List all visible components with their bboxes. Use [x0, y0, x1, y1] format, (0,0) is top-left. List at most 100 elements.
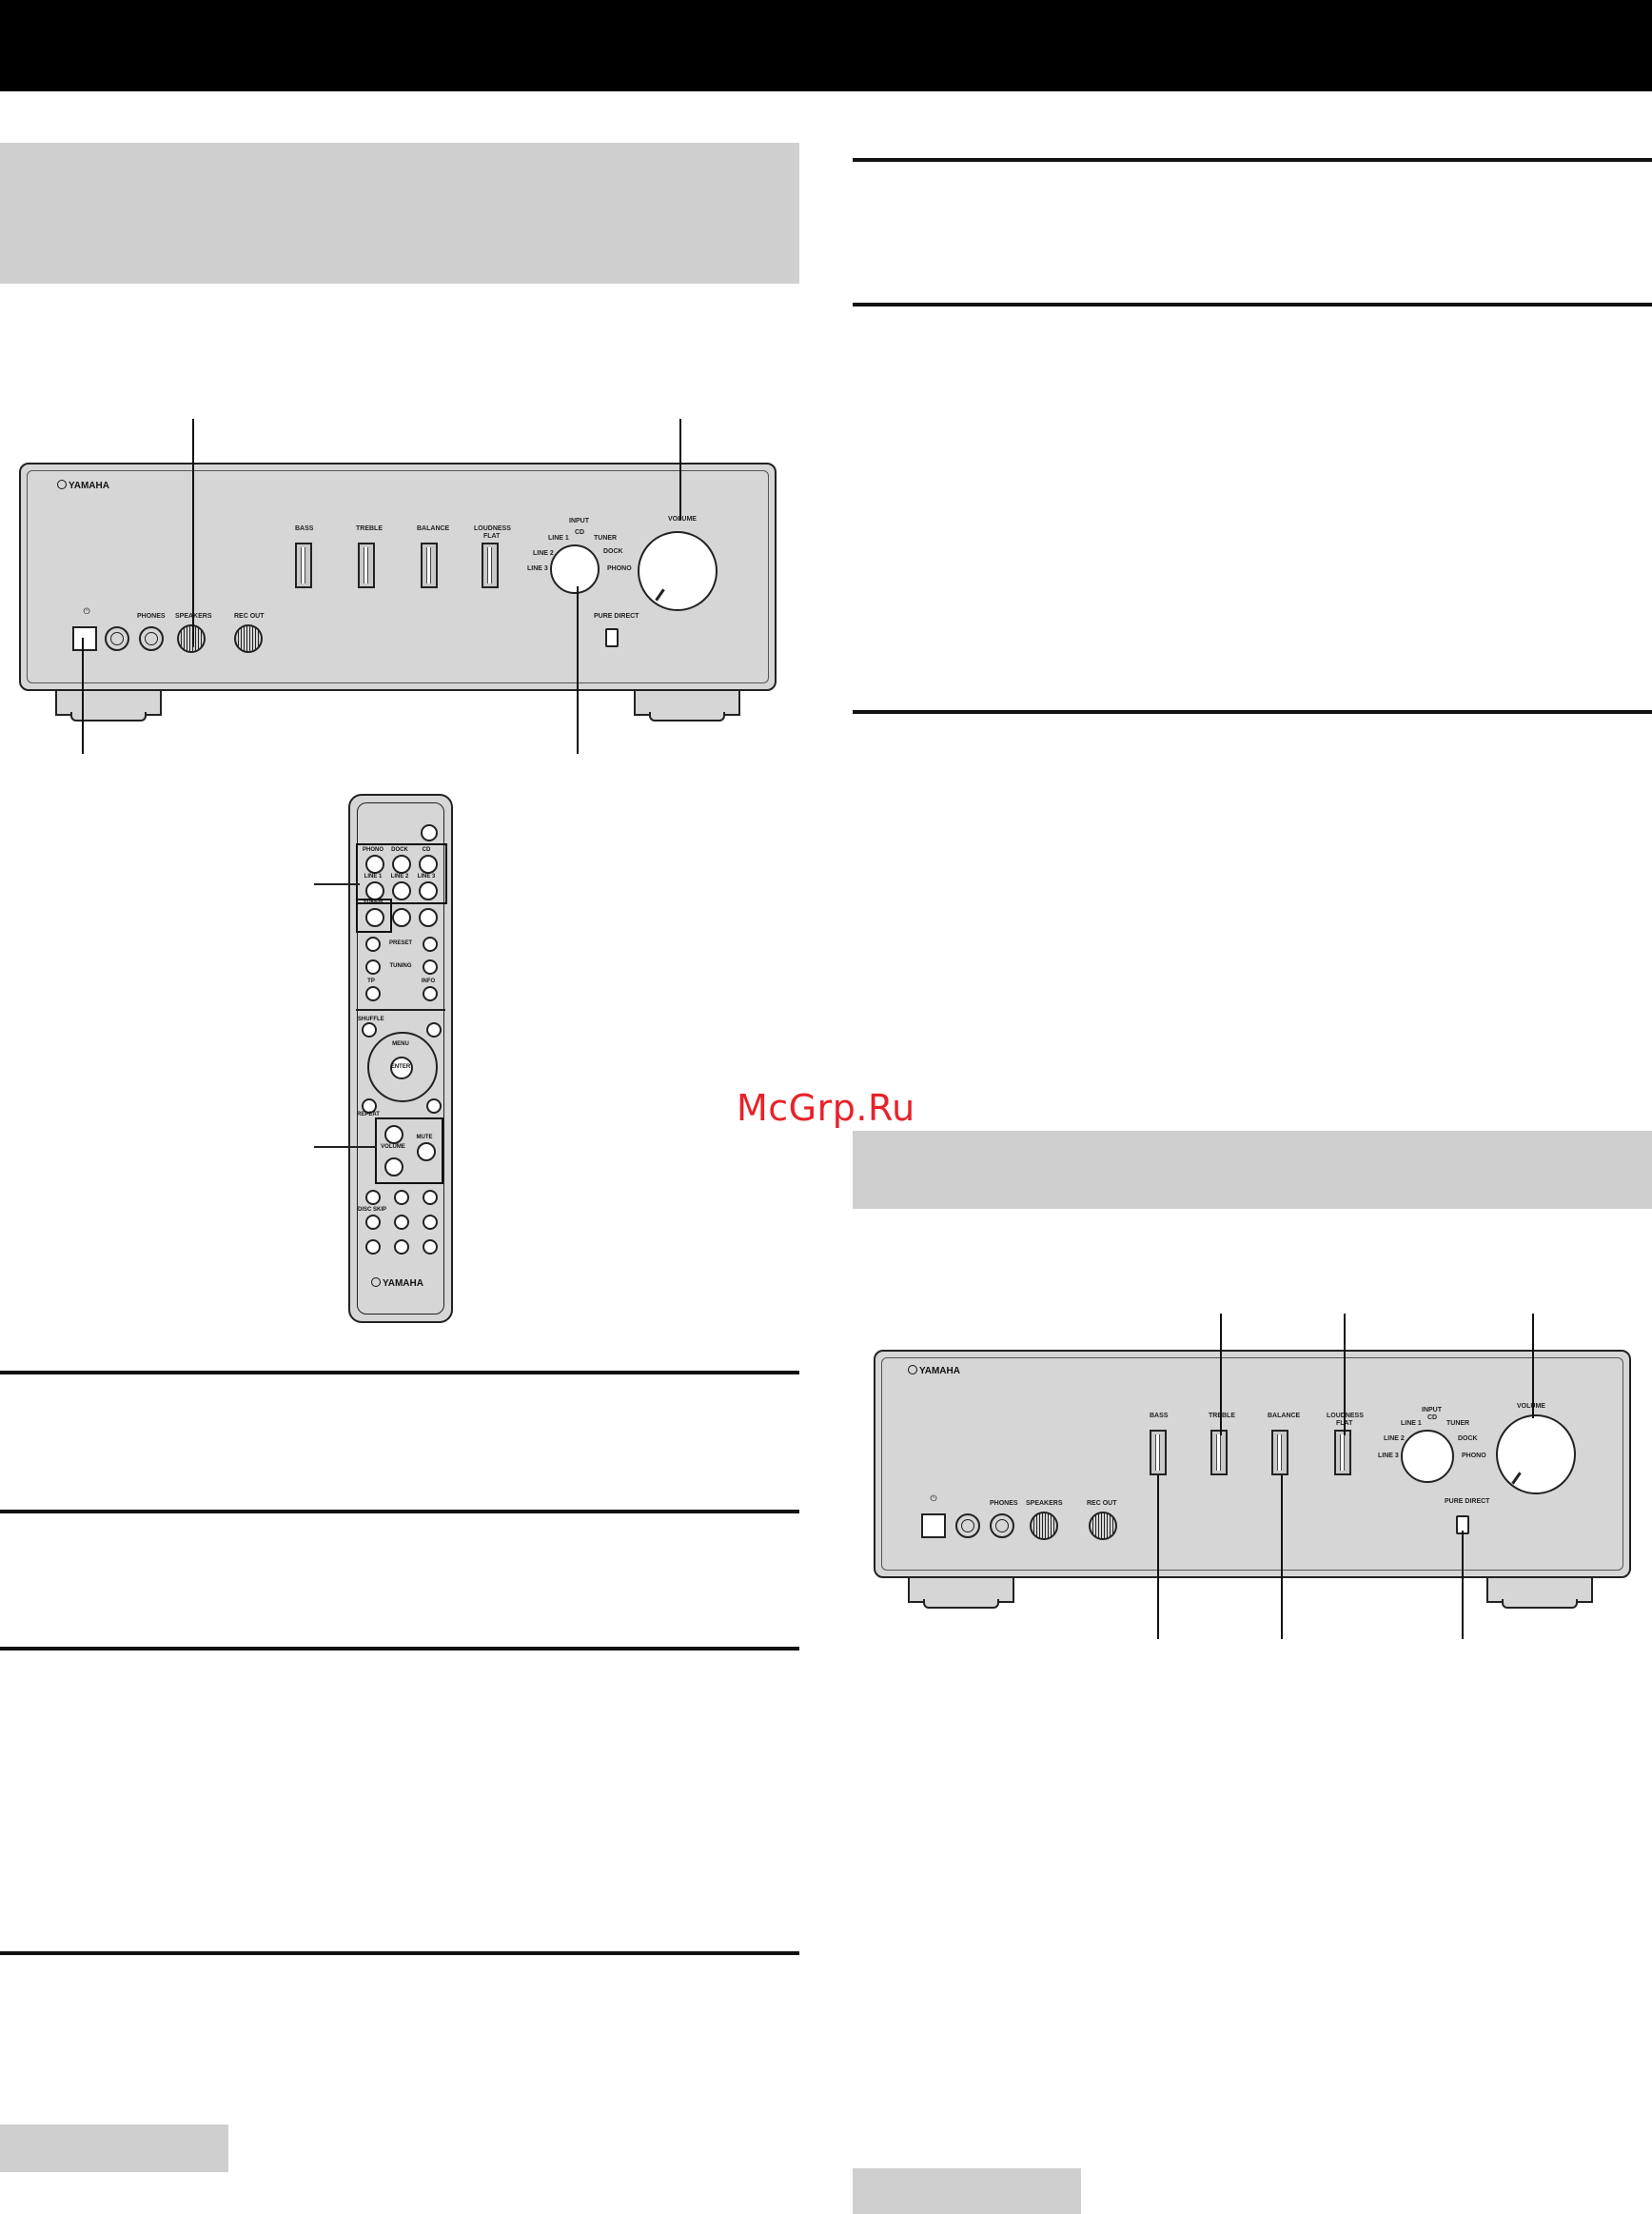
- speakers-selector[interactable]: [177, 624, 206, 653]
- input-label-2: INPUT: [1422, 1407, 1442, 1413]
- volume-knob[interactable]: [638, 531, 718, 611]
- repeat-label: REPEAT: [357, 1112, 380, 1117]
- remote-phono-label: PHONO: [362, 847, 384, 853]
- transport-btn-5[interactable]: [394, 1215, 409, 1230]
- remote-volume-down-button[interactable]: [384, 1157, 403, 1176]
- remote-line2-button[interactable]: [392, 881, 411, 900]
- loudness-control-2[interactable]: [1334, 1430, 1351, 1475]
- tuning-down-button[interactable]: [365, 959, 381, 975]
- transport-btn-3[interactable]: [423, 1190, 438, 1205]
- input-option-line2-2: LINE 2: [1384, 1435, 1405, 1442]
- rule-right-2: [853, 303, 1652, 306]
- mute-label: MUTE: [416, 1135, 433, 1140]
- mute-button[interactable]: [417, 1142, 436, 1161]
- callout-line-speakers: [192, 419, 194, 647]
- down-button[interactable]: [426, 1098, 442, 1114]
- power-icon: ⏻: [83, 606, 90, 616]
- rule-left-2: [0, 1510, 799, 1513]
- repeat-button[interactable]: [362, 1098, 377, 1114]
- treble-control[interactable]: [358, 543, 375, 588]
- balance-control[interactable]: [421, 543, 438, 588]
- bass-label-2: BASS: [1150, 1413, 1169, 1419]
- foot-right-lip-2: [1502, 1599, 1578, 1609]
- disc-skip-label: DISC SKIP: [358, 1207, 387, 1213]
- pure-direct-label-2: PURE DIRECT: [1445, 1498, 1490, 1505]
- callout-line-volume-2: [1532, 1314, 1534, 1418]
- transport-btn-4[interactable]: [365, 1215, 381, 1230]
- remote-line3-button[interactable]: [419, 881, 438, 900]
- standby-indicator-2: [955, 1513, 980, 1538]
- rule-left-1: [0, 1371, 799, 1374]
- rec-out-selector-2[interactable]: [1089, 1512, 1117, 1540]
- bass-control-2[interactable]: [1150, 1430, 1167, 1475]
- rec-out-label: REC OUT: [234, 613, 265, 620]
- phones-jack[interactable]: [139, 626, 164, 651]
- rec-out-selector[interactable]: [234, 624, 263, 653]
- pure-direct-button[interactable]: [605, 628, 619, 647]
- phones-label: PHONES: [137, 613, 166, 620]
- tp-button[interactable]: [365, 986, 381, 1001]
- loudness-control[interactable]: [482, 543, 499, 588]
- phones-jack-2[interactable]: [990, 1513, 1014, 1538]
- remote-volume-up-button[interactable]: [384, 1125, 403, 1144]
- remote-tuner-button[interactable]: [365, 908, 384, 927]
- transport-btn-6[interactable]: [423, 1215, 438, 1230]
- transport-btn-1[interactable]: [365, 1190, 381, 1205]
- callout-line-balance: [1281, 1475, 1283, 1639]
- input-selector-knob-2[interactable]: [1401, 1430, 1454, 1483]
- input-option-line2: LINE 2: [533, 550, 554, 557]
- rule-left-4: [0, 1951, 799, 1955]
- shuffle-button[interactable]: [362, 1022, 377, 1038]
- treble-control-2[interactable]: [1210, 1430, 1228, 1475]
- callout-line-pure-direct: [1462, 1531, 1464, 1639]
- volume-knob-2[interactable]: [1496, 1414, 1576, 1494]
- callout-line-volume: [679, 419, 681, 520]
- loudness-flat-label: FLAT: [483, 533, 501, 540]
- callout-line-input: [577, 586, 579, 754]
- transport-btn-7[interactable]: [365, 1239, 381, 1255]
- tuning-up-button[interactable]: [423, 959, 438, 975]
- watermark-text: McGrp.Ru: [737, 1087, 915, 1129]
- input-option-tuner-2: TUNER: [1446, 1420, 1470, 1427]
- transport-btn-9[interactable]: [423, 1239, 438, 1255]
- remote-dock-button[interactable]: [392, 855, 411, 874]
- transport-btn-2[interactable]: [394, 1190, 409, 1205]
- tuning-label: TUNING: [389, 963, 412, 969]
- power-switch[interactable]: [72, 626, 97, 651]
- input-selector-knob[interactable]: [550, 544, 600, 594]
- speakers-label-2: SPEAKERS: [1026, 1500, 1063, 1507]
- speakers-selector-2[interactable]: [1030, 1512, 1058, 1540]
- foot-right-lip: [649, 712, 725, 722]
- preset-next-button[interactable]: [423, 937, 438, 952]
- callout-line-loudness: [1344, 1314, 1346, 1435]
- remote-dock-label: DOCK: [391, 847, 408, 853]
- foot-left-lip: [70, 712, 147, 722]
- tuner-button-highlight: [356, 899, 392, 933]
- preset-prev-button[interactable]: [365, 937, 381, 952]
- remote-power-button[interactable]: [421, 824, 438, 841]
- remote-cd-button[interactable]: [419, 855, 438, 874]
- remote-blank-button-2[interactable]: [419, 908, 438, 927]
- remote-blank-button-1[interactable]: [392, 908, 411, 927]
- header-bar: [0, 0, 1652, 91]
- yamaha-logo: YAMAHA: [57, 480, 109, 491]
- menu-label: MENU: [392, 1041, 409, 1047]
- remote-line3-label: LINE 3: [417, 874, 436, 880]
- rule-left-3: [0, 1647, 799, 1651]
- balance-control-2[interactable]: [1271, 1430, 1288, 1475]
- remote-phono-button[interactable]: [365, 855, 384, 874]
- section-heading-box-right: [853, 1131, 1652, 1209]
- remote-line2-label: LINE 2: [390, 874, 409, 880]
- info-button[interactable]: [423, 986, 438, 1001]
- callout-line-volume-buttons: [314, 1146, 377, 1148]
- amplifier-front-panel-2: YAMAHA BASS TREBLE BALANCE LOUDNESS FLAT…: [874, 1350, 1631, 1616]
- input-option-phono: PHONO: [607, 565, 632, 572]
- enter-button[interactable]: [390, 1057, 413, 1079]
- remote-control: PHONO DOCK CD LINE 1 LINE 2 LINE 3 TUNER…: [348, 794, 453, 1323]
- power-switch-2[interactable]: [921, 1513, 946, 1538]
- eject-button[interactable]: [426, 1022, 442, 1038]
- bass-control[interactable]: [295, 543, 312, 588]
- transport-btn-8[interactable]: [394, 1239, 409, 1255]
- volume-mute-highlight: [375, 1117, 443, 1184]
- remote-volume-label: VOLUME: [381, 1144, 405, 1150]
